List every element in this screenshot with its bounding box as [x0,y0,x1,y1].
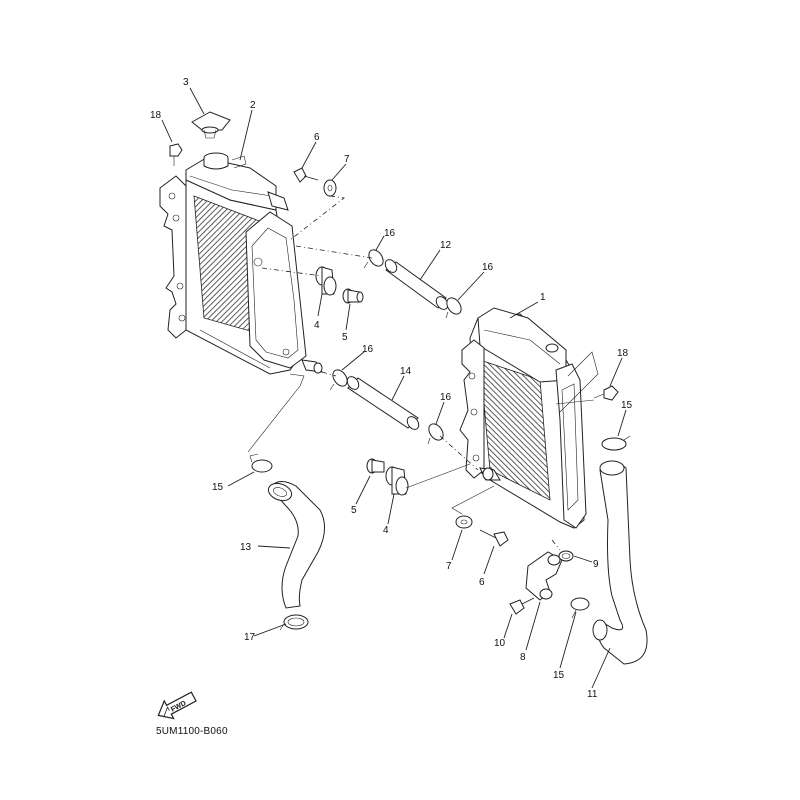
callout-9: 9 [593,559,599,570]
callout-7-lower: 7 [446,561,452,572]
callout-18-left: 18 [150,110,162,121]
hose-12 [384,259,449,310]
bolt-10 [509,597,535,615]
diagram-reference-code: 5UM1100-B060 [156,726,228,737]
bolt-18-right [593,385,619,401]
callout-16-a: 16 [384,228,396,239]
collar-5-lower [366,458,385,474]
callout-17: 17 [244,632,256,643]
washer-7-top [323,179,337,197]
clamp-15-right-bottom [570,597,590,619]
hose-11 [592,460,648,665]
callout-18-right: 18 [617,348,629,359]
callout-4-lower: 4 [383,525,389,536]
callout-3: 3 [183,77,189,88]
callout-2: 2 [250,100,256,111]
bolt-6-lower [479,529,509,547]
fwd-arrow-icon: FWD [157,691,197,720]
grommet-4-upper [315,266,337,296]
leader-lines [161,87,627,689]
callout-15-left: 15 [212,482,224,493]
callout-10: 10 [494,638,506,649]
clamp-15-right-top [601,435,631,451]
bolt-6-top [293,167,319,183]
grommet-4-lower [385,466,409,496]
right-radiator [459,307,587,529]
hose-13 [267,481,325,609]
callout-5-upper: 5 [342,332,348,343]
callout-14: 14 [400,366,412,377]
assembly-lines [247,195,599,551]
callout-15-right-top: 15 [621,400,633,411]
callout-5-lower: 5 [351,505,357,516]
callout-1: 1 [540,292,546,303]
callouts: 3 18 2 6 7 16 12 16 1 4 5 16 14 18 16 15… [150,77,633,700]
clamp-17 [279,614,309,631]
callout-11: 11 [587,689,598,700]
collar-5-upper [342,288,364,304]
clamp-15-left [249,453,273,473]
callout-16-c: 16 [362,344,374,355]
washer-7-lower [455,515,473,529]
clamp-16-c [329,369,348,391]
callout-6-lower: 6 [479,577,485,588]
callout-13: 13 [240,542,252,553]
hose-14 [346,376,420,430]
callout-4-upper: 4 [314,320,320,331]
clamp-16-a [363,249,384,269]
clamp-16-b [445,297,462,319]
o-ring-9 [558,550,574,562]
radiator-cap [191,111,231,139]
callout-15-right-bottom: 15 [553,670,565,681]
callout-7-top: 7 [344,154,350,165]
clamp-16-d [427,423,444,445]
callout-6-top: 6 [314,132,320,143]
bolt-18-left [169,143,183,166]
pipe-8 [525,551,563,601]
callout-12: 12 [440,240,452,251]
callout-16-d: 16 [440,392,452,403]
left-radiator [159,152,323,375]
callout-8: 8 [520,652,526,663]
callout-16-b: 16 [482,262,494,273]
